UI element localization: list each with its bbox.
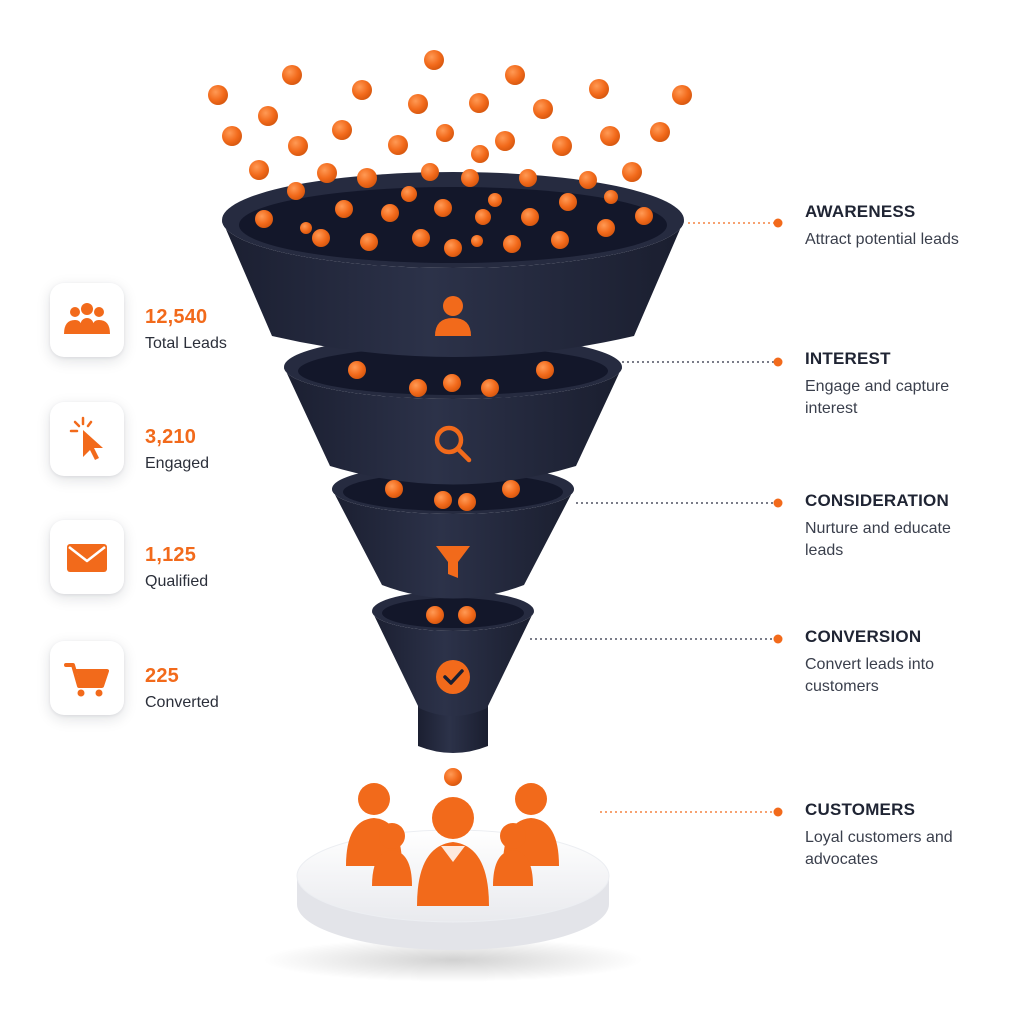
stage-interest: INTEREST Engage and capture interest: [805, 348, 1005, 420]
cursor-click-icon: [69, 416, 103, 460]
stage-conversion: CONVERSION Convert leads into customers: [805, 626, 1005, 698]
metric-card-qualified: [50, 520, 124, 594]
stage-consideration: CONSIDERATION Nurture and educate leads: [805, 490, 1005, 562]
metric-label: Total Leads: [145, 335, 227, 352]
check-circle-icon: [436, 660, 470, 694]
funnel-tier-consideration: [332, 489, 574, 599]
stage-description: Loyal customers and advocates: [805, 829, 953, 868]
stage-title: CUSTOMERS: [805, 800, 916, 819]
connector-dot-interest: [773, 357, 783, 367]
funnel-tier-awareness: [222, 220, 684, 357]
filter-icon: [436, 546, 470, 578]
metric-card-converted: [50, 641, 124, 715]
metric-engaged: 3,210 Engaged: [145, 425, 209, 475]
funnel: [222, 172, 684, 753]
metric-qualified: 1,125 Qualified: [145, 543, 208, 593]
connector-dot-conversion: [773, 634, 783, 644]
metric-card-total-leads: [50, 283, 124, 357]
connector-dot-consideration: [773, 498, 783, 508]
lead-dots-inside: [255, 169, 653, 624]
metric-value: 12,540: [145, 306, 208, 328]
customers-group-icon: [346, 768, 559, 906]
stage-title: CONVERSION: [805, 627, 922, 646]
metric-label: Qualified: [145, 573, 209, 590]
metric-total-leads: 12,540 Total Leads: [145, 305, 227, 355]
metric-value: 225: [145, 665, 179, 687]
stage-awareness: AWARENESS Attract potential leads: [805, 201, 1005, 251]
stage-title: INTEREST: [805, 349, 891, 368]
cart-icon: [64, 663, 109, 697]
user-icon: [435, 296, 471, 336]
metric-card-engaged: [50, 402, 124, 476]
metric-value: 3,210: [145, 426, 197, 448]
stage-title: AWARENESS: [805, 202, 916, 221]
stage-customers: CUSTOMERS Loyal customers and advocates: [805, 799, 1005, 871]
stage-connectors: [530, 218, 783, 817]
metric-converted: 225 Converted: [145, 664, 219, 714]
metric-value: 1,125: [145, 544, 197, 566]
connector-dot-awareness: [773, 218, 783, 228]
connector-dot-customers: [773, 807, 783, 817]
stage-description: Attract potential leads: [805, 231, 959, 248]
lead-dots-falling: [208, 50, 692, 188]
search-icon: [434, 425, 472, 463]
users-icon: [64, 303, 110, 334]
stage-description: Nurture and educate leads: [805, 520, 951, 559]
metric-label: Engaged: [145, 455, 210, 472]
stage-description: Convert leads into customers: [805, 656, 934, 695]
stage-description: Engage and capture interest: [805, 378, 950, 417]
stage-title: CONSIDERATION: [805, 491, 949, 510]
envelope-icon: [67, 544, 107, 572]
funnel-tier-interest: [284, 367, 622, 485]
metric-label: Converted: [145, 694, 219, 711]
